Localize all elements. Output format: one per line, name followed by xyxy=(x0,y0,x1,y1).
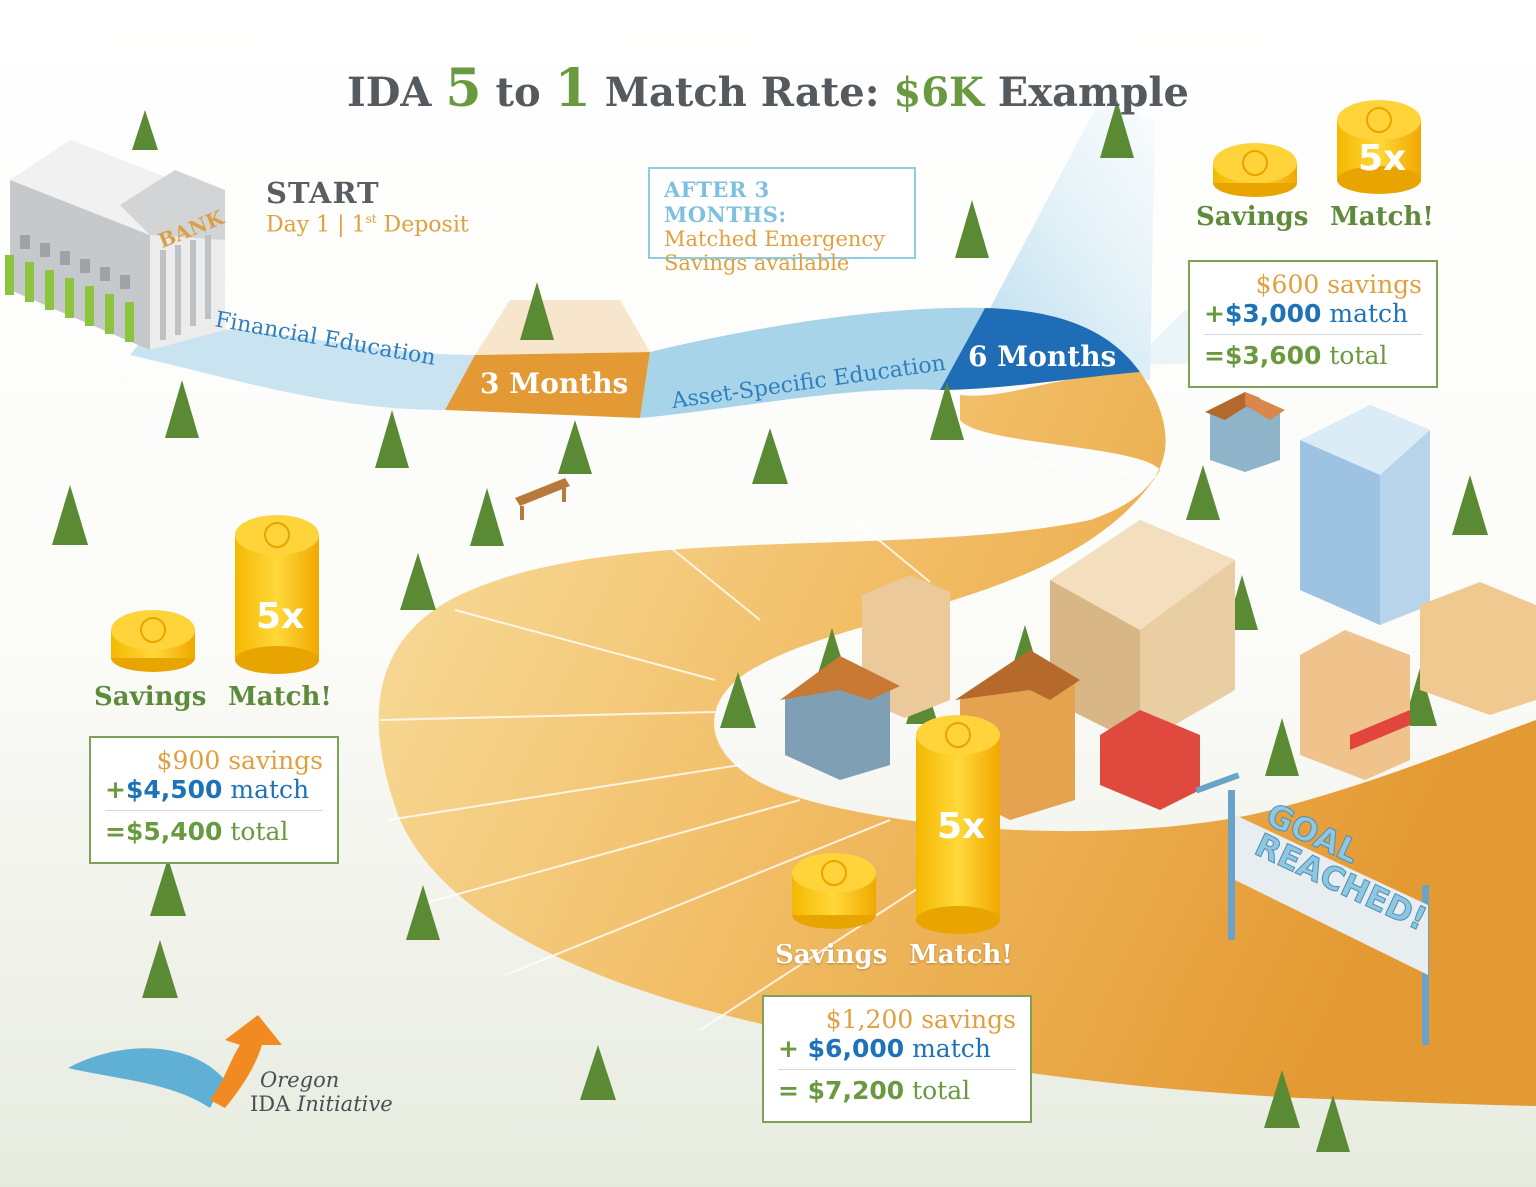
goal-banner xyxy=(1195,772,1429,1045)
title-amount: $6K xyxy=(893,69,984,116)
savings-label-2: Savings xyxy=(94,682,207,712)
match-amount-2: $4,500 xyxy=(125,775,223,804)
title-num1: 5 xyxy=(445,58,482,119)
match-amount-1: $3,000 xyxy=(1224,299,1322,328)
road-winding xyxy=(378,372,1536,1106)
savings-label-1: Savings xyxy=(1196,202,1309,232)
page-title: IDA 5 to 1 Match Rate: $6K Example xyxy=(0,58,1536,119)
savings-line-1: $600 savings xyxy=(1255,270,1422,299)
start-heading: START xyxy=(266,176,380,210)
title-suffix: Example xyxy=(983,69,1189,116)
town xyxy=(780,392,1536,820)
logo-initiative: Initiative xyxy=(296,1092,393,1116)
dollar-marks xyxy=(140,107,1392,886)
logo-ida: IDA xyxy=(250,1092,297,1116)
ribbon-6months xyxy=(940,308,1140,390)
match-label-1: Match! xyxy=(1330,202,1434,232)
bench xyxy=(515,478,570,520)
match-word-3: match xyxy=(904,1034,991,1063)
seg-3months-label: 3 Months xyxy=(480,367,628,400)
match-line-3: + $6,000 match xyxy=(778,1034,1016,1063)
milestone-box-3: $1,200 savings + $6,000 match = $7,200 t… xyxy=(762,995,1032,1123)
match-word-2: match xyxy=(222,775,310,804)
equals-sign-1: = xyxy=(1204,341,1225,370)
title-num2: 1 xyxy=(554,58,591,119)
multiplier-1: 5x xyxy=(1358,138,1406,179)
title-rest: Match Rate: xyxy=(590,69,894,116)
callout-heading: AFTER 3 MONTHS: xyxy=(664,177,787,227)
road-dividers xyxy=(379,454,1166,1031)
title-prefix: IDA xyxy=(347,69,446,116)
savings-label-3: Savings xyxy=(775,940,888,970)
match-word-1: match xyxy=(1321,299,1409,328)
match-label-3: Match! xyxy=(909,940,1013,970)
equals-sign-2: = xyxy=(105,817,126,846)
callout-line2: Savings available xyxy=(664,251,850,275)
total-word-2: total xyxy=(222,817,289,846)
total-amount-1: $3,600 xyxy=(1224,341,1322,370)
total-amount-3: $7,200 xyxy=(807,1076,905,1105)
start-sub-b: Deposit xyxy=(376,212,469,238)
start-sub-sup: st xyxy=(365,212,377,226)
logo-line1: Oregon xyxy=(260,1068,340,1092)
ribbon-financial xyxy=(130,328,475,410)
coins-group-1 xyxy=(1213,100,1421,197)
coins-group-2 xyxy=(111,515,319,674)
title-mid: to xyxy=(481,69,555,116)
match-line-1: +$3,000 match xyxy=(1204,299,1422,328)
after-3-months-callout: AFTER 3 MONTHS: Matched Emergency Saving… xyxy=(648,167,916,275)
savings-line-3: $1,200 savings xyxy=(825,1005,1016,1034)
total-word-3: total xyxy=(904,1076,971,1105)
callout-line1: Matched Emergency xyxy=(664,227,886,251)
logo-line2: IDA Initiative xyxy=(250,1092,393,1116)
start-subtitle: Day 1 | 1st Deposit xyxy=(266,212,469,237)
multiplier-3: 5x xyxy=(937,806,985,847)
equals-sign-3: = xyxy=(778,1076,808,1105)
plus-sign-3: + xyxy=(778,1034,808,1063)
milestone-box-2: $900 savings +$4,500 match =$5,400 total xyxy=(89,736,339,864)
plus-sign-2: + xyxy=(105,775,126,804)
total-word-1: total xyxy=(1321,341,1388,370)
total-line-1: =$3,600 total xyxy=(1204,334,1422,370)
bank-building xyxy=(5,140,225,350)
total-amount-2: $5,400 xyxy=(125,817,223,846)
ribbon-3months-top xyxy=(475,300,650,355)
milestone-box-1: $600 savings +$3,000 match =$3,600 total xyxy=(1188,260,1438,388)
total-line-2: =$5,400 total xyxy=(105,810,323,846)
multiplier-2: 5x xyxy=(256,596,304,637)
match-line-2: +$4,500 match xyxy=(105,775,323,804)
seg-6months-label: 6 Months xyxy=(968,340,1116,373)
ribbon-asset xyxy=(640,307,985,418)
match-amount-3: $6,000 xyxy=(807,1034,905,1063)
total-line-3: = $7,200 total xyxy=(778,1069,1016,1105)
ribbon-3months xyxy=(445,352,650,418)
match-label-2: Match! xyxy=(228,682,332,712)
logo-arrow xyxy=(68,1015,282,1108)
start-sub-a: Day 1 | 1 xyxy=(266,212,366,238)
plus-sign-1: + xyxy=(1204,299,1225,328)
coins-group-3 xyxy=(792,715,1000,934)
savings-line-2: $900 savings xyxy=(156,746,323,775)
trees xyxy=(52,100,1488,1152)
